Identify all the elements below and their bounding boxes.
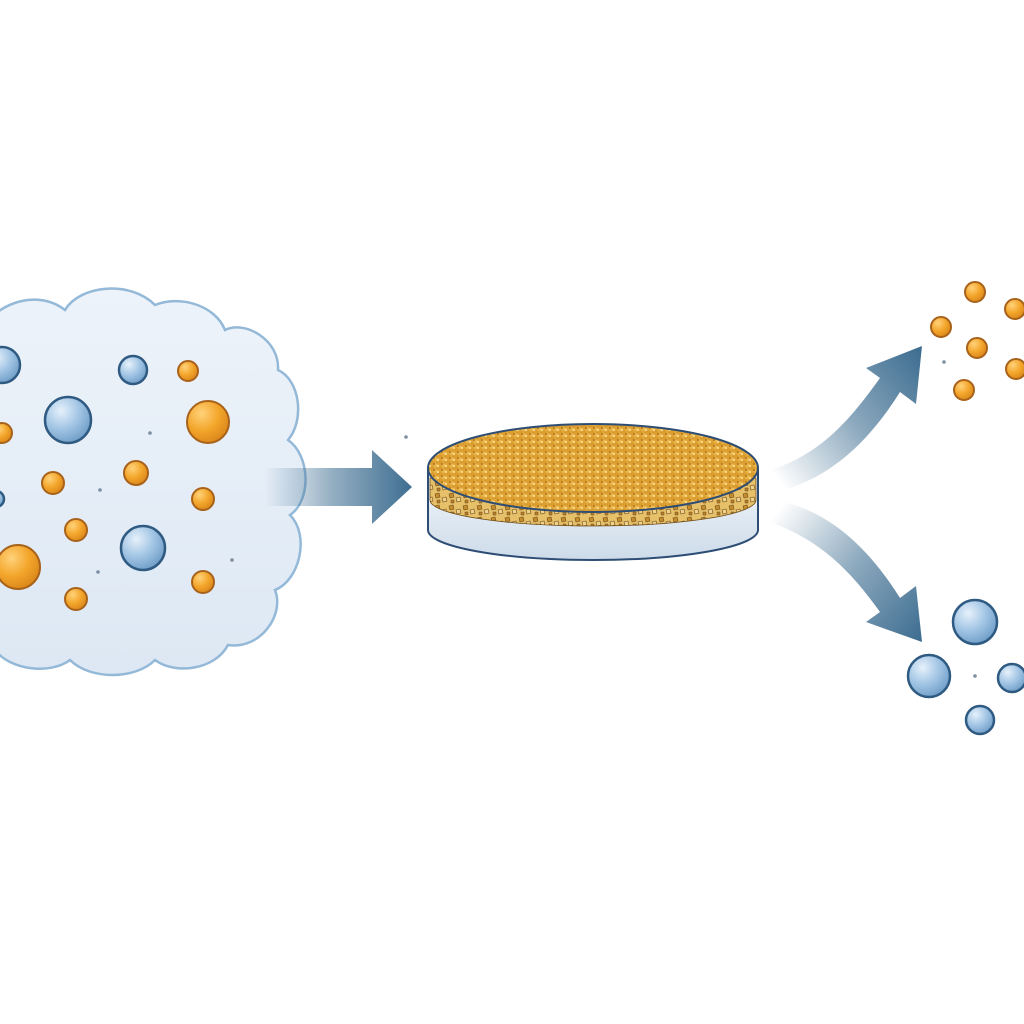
mixture-cloud	[0, 287, 408, 677]
orange-particle	[177, 360, 199, 382]
orange-particle	[191, 487, 215, 511]
blue-particle	[996, 662, 1024, 694]
speck	[404, 435, 408, 439]
blue-particle	[964, 704, 996, 736]
orange-particle	[1005, 358, 1024, 380]
blue-particle	[117, 354, 149, 386]
speck	[98, 488, 102, 492]
orange-particle	[964, 281, 986, 303]
orange-particle	[123, 460, 149, 486]
speck	[973, 674, 977, 678]
orange-particle	[41, 471, 65, 495]
blue-particle	[0, 345, 22, 385]
speck	[148, 431, 152, 435]
blue-particle	[951, 598, 999, 646]
arrow-curved-up-icon	[770, 346, 922, 492]
orange-particle	[953, 379, 975, 401]
orange-particle	[191, 570, 215, 594]
arrow-curved-down-icon	[770, 500, 922, 642]
orange-particle	[186, 400, 230, 444]
blue-output	[906, 598, 1024, 736]
filter-disc	[427, 423, 759, 561]
blue-particle	[906, 653, 952, 699]
orange-output	[930, 281, 1024, 401]
speck	[96, 570, 100, 574]
arrow-right-icon	[265, 450, 412, 524]
orange-particle	[966, 337, 988, 359]
filter-disc-top	[427, 423, 759, 513]
blue-particle	[0, 490, 6, 508]
blue-particle	[43, 395, 93, 445]
orange-particle	[0, 544, 41, 590]
speck	[942, 360, 946, 364]
blue-particle	[119, 524, 167, 572]
cloud-shape	[0, 287, 307, 677]
orange-particle	[64, 518, 88, 542]
speck	[230, 558, 234, 562]
orange-particle	[930, 316, 952, 338]
orange-particle	[64, 587, 88, 611]
orange-particle	[1004, 298, 1024, 320]
orange-particle	[0, 422, 13, 444]
